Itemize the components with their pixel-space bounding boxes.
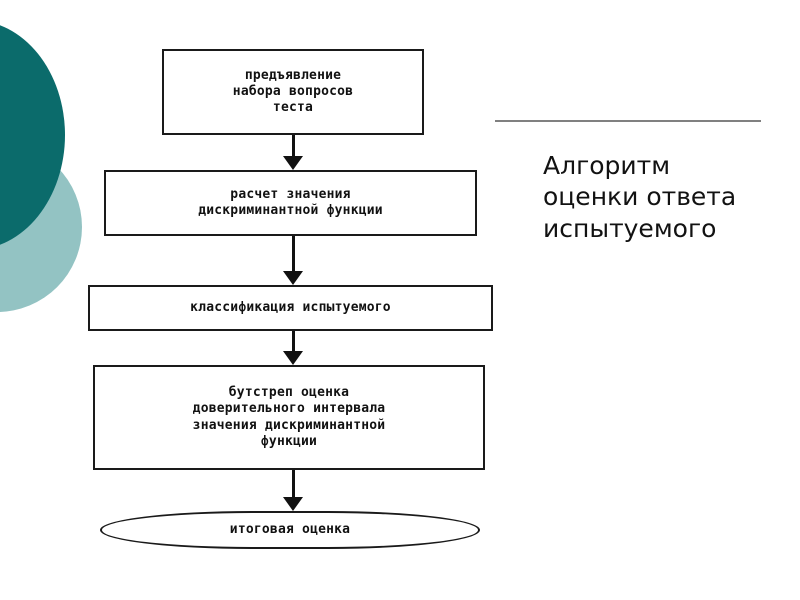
flow-arrow-1 xyxy=(283,135,303,170)
flow-arrow-2 xyxy=(283,236,303,285)
flowchart-node-subject-classification: классификация испытуемого xyxy=(88,285,493,331)
flowchart-diagram: предъявление набора вопросов теста расче… xyxy=(88,49,493,549)
arrow-head-icon xyxy=(283,156,303,170)
slide-title: Алгоритм оценки ответа испытуемого xyxy=(543,151,737,243)
title-divider-rule xyxy=(495,120,761,122)
arrow-head-icon xyxy=(283,351,303,365)
arrow-shaft xyxy=(292,135,295,156)
flowchart-node-bootstrap-confidence-interval: бутстреп оценка доверительного интервала… xyxy=(93,365,485,470)
arrow-head-icon xyxy=(283,271,303,285)
arrow-shaft xyxy=(292,331,295,351)
arrow-shaft xyxy=(292,236,295,271)
flow-arrow-3 xyxy=(283,331,303,365)
flowchart-node-discriminant-function-calculation: расчет значения дискриминантной функции xyxy=(104,170,477,236)
title-block: Алгоритм оценки ответа испытуемого xyxy=(495,120,785,244)
flow-arrow-4 xyxy=(283,470,303,511)
flowchart-node-present-test-questions: предъявление набора вопросов теста xyxy=(162,49,424,135)
arrow-head-icon xyxy=(283,497,303,511)
flowchart-node-final-score: итоговая оценка xyxy=(100,511,480,549)
arrow-shaft xyxy=(292,470,295,497)
